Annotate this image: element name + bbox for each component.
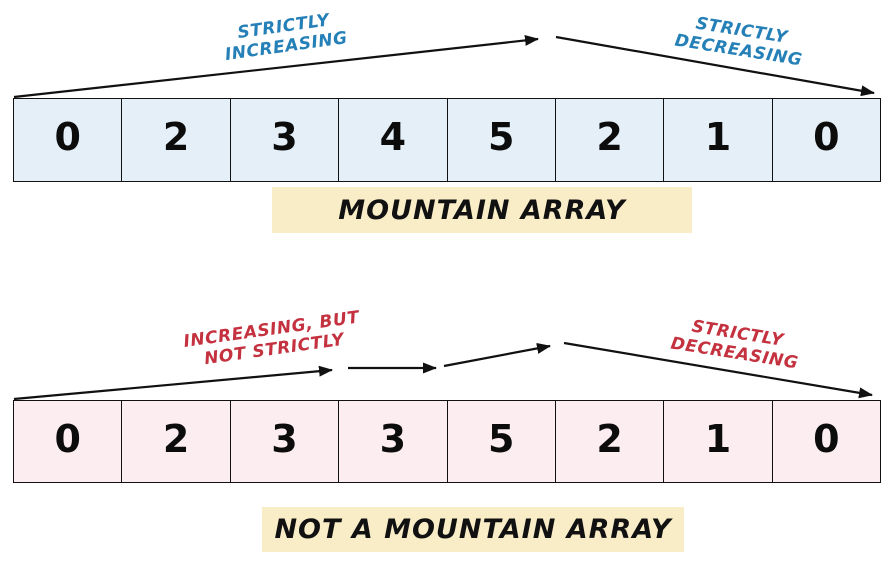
- top-increasing-arrow: [13, 34, 539, 99]
- array-cell: 4: [339, 99, 448, 181]
- array-cell: 1: [664, 401, 773, 482]
- array-cell: 2: [122, 401, 231, 482]
- array-cell: 5: [447, 401, 556, 482]
- mountain-array-label: MOUNTAIN ARRAY: [272, 187, 692, 233]
- bottom-decreasing-arrow: [563, 341, 873, 399]
- array-cell: 3: [230, 401, 340, 482]
- top-decreasing-arrow: [555, 35, 875, 97]
- array-cell: 3: [230, 99, 340, 181]
- array-cell: 0: [14, 401, 123, 482]
- array-cell: 0: [14, 99, 123, 181]
- not-mountain-array-label: NOT A MOUNTAIN ARRAY: [262, 507, 684, 552]
- array-cell: 0: [772, 99, 880, 181]
- bottom-increasing-arrow: [13, 365, 333, 401]
- array-cell: 2: [122, 99, 231, 181]
- array-cell: 3: [339, 401, 448, 482]
- bottom-peak-arrow: [443, 343, 551, 368]
- array-cell: 2: [555, 401, 665, 482]
- array-cell: 2: [555, 99, 665, 181]
- array-cell: 1: [664, 99, 773, 181]
- array-cell: 5: [447, 99, 556, 181]
- array-cell: 0: [772, 401, 880, 482]
